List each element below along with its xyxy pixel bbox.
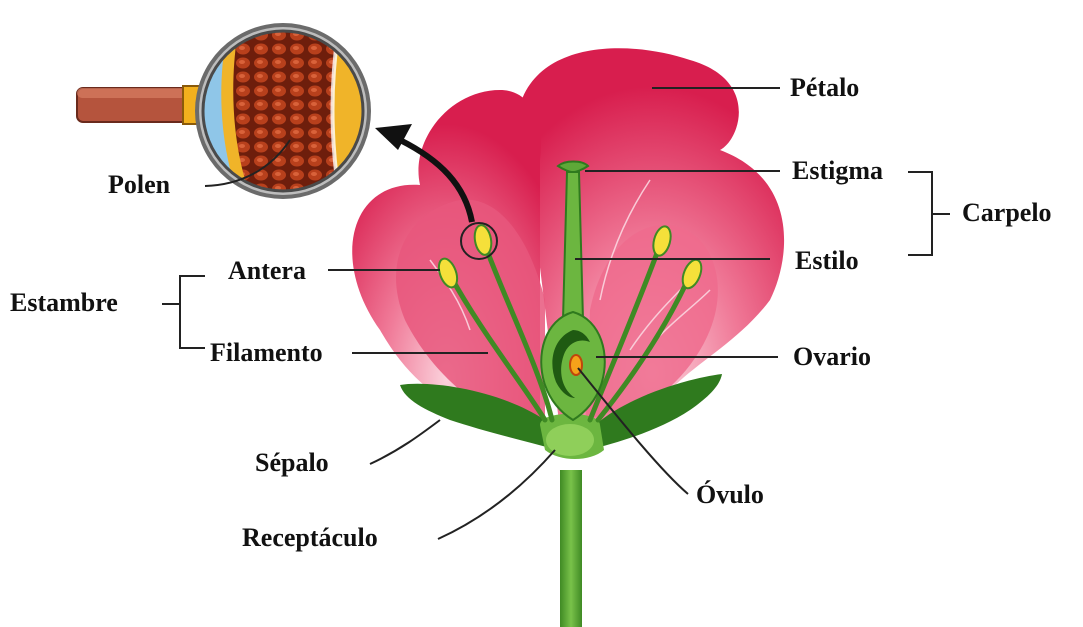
- label-polen: Polen: [108, 172, 170, 198]
- label-estambre: Estambre: [10, 290, 118, 316]
- label-receptaculo: Receptáculo: [242, 525, 378, 551]
- stem: [560, 470, 582, 627]
- label-petalo: Pétalo: [790, 75, 859, 101]
- label-antera: Antera: [228, 258, 306, 284]
- magnifier-handle: [77, 86, 207, 124]
- label-estigma: Estigma: [792, 158, 883, 184]
- label-sepalo: Sépalo: [255, 450, 329, 476]
- style: [563, 172, 583, 320]
- label-carpelo: Carpelo: [962, 200, 1052, 226]
- magnifier-lens: [190, 20, 390, 220]
- label-estilo: Estilo: [795, 248, 859, 274]
- label-ovario: Ovario: [793, 344, 871, 370]
- label-filamento: Filamento: [210, 340, 323, 366]
- label-ovulo: Óvulo: [696, 482, 764, 508]
